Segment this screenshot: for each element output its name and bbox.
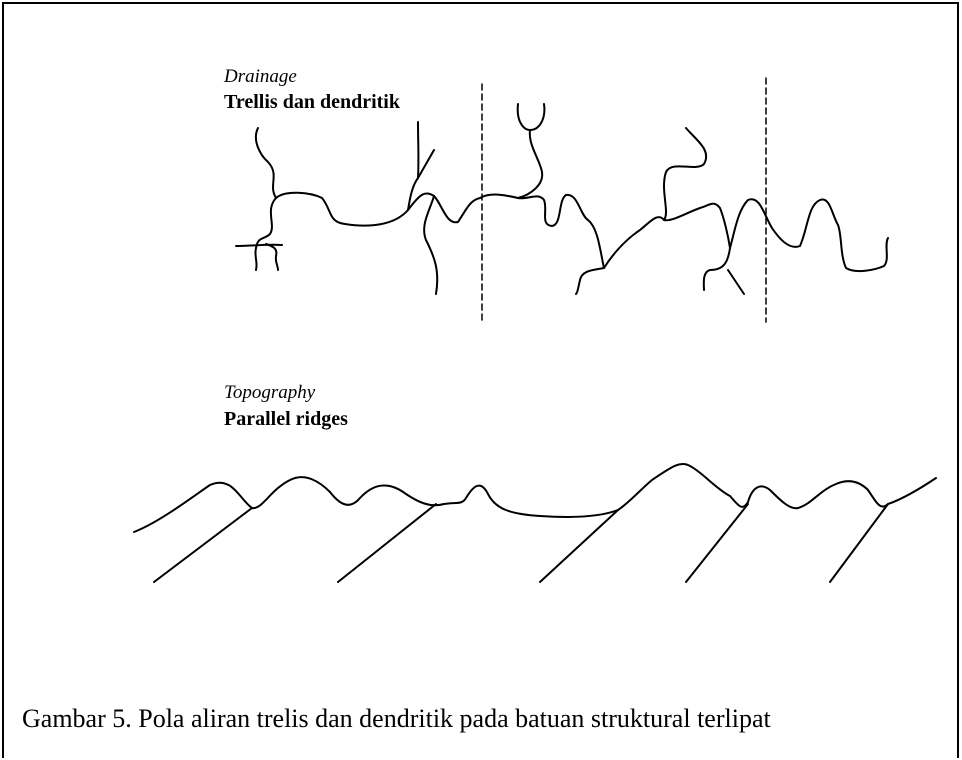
stream-branch-lower-right (702, 247, 745, 295)
ridge-crest-line (133, 462, 937, 533)
drainage-subheading: Trellis dan dendritik (224, 91, 400, 113)
ridge-slope-3 (539, 509, 619, 583)
drainage-network (235, 103, 889, 295)
ridge-slope-4 (685, 503, 749, 583)
stream-left-crossbar (235, 243, 283, 247)
drainage-heading: Drainage (224, 66, 297, 87)
stream-right-lower (575, 267, 605, 295)
stream-left-lower (254, 197, 277, 271)
topography-heading: Topography (224, 382, 316, 403)
ridge-slope-5 (829, 503, 889, 583)
stream-u-descend (517, 129, 544, 199)
topography-subheading: Parallel ridges (224, 408, 348, 430)
stream-right-tributary (663, 127, 707, 221)
stream-left-upper (254, 127, 277, 199)
main-stream (275, 191, 889, 273)
stream-u-top (516, 103, 546, 131)
stream-left-hook (265, 243, 279, 271)
figure-caption: Gambar 5. Pola aliran trelis dan dendrit… (22, 704, 771, 733)
stream-y-fork (407, 121, 435, 211)
ridge-profile (133, 462, 937, 583)
ridge-slope-1 (153, 507, 253, 583)
stream-center-lower (423, 195, 439, 295)
ridge-slope-2 (337, 503, 437, 583)
